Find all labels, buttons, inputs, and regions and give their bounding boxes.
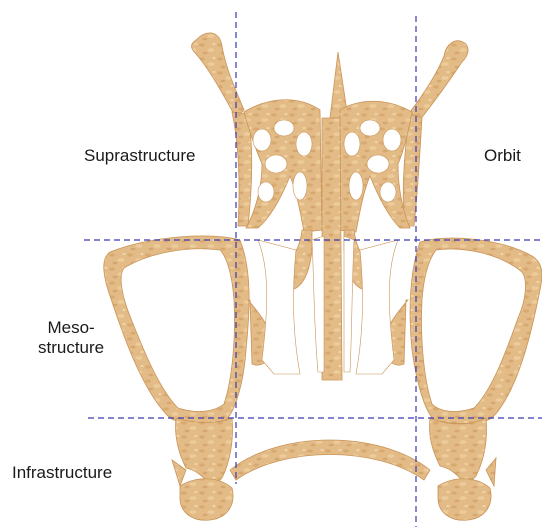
left-molar — [180, 479, 233, 521]
label-infrastructure: Infrastructure — [12, 463, 112, 483]
label-orbit: Orbit — [484, 146, 521, 166]
nasal-septum — [322, 118, 342, 380]
left-maxillary-wall — [104, 236, 249, 424]
label-mesostructure-line1: Meso- — [38, 318, 104, 338]
palate-arch — [230, 440, 430, 480]
right-orbital-roof — [410, 41, 468, 120]
left-alveolar-process — [175, 418, 232, 488]
right-maxillary-wall — [410, 238, 542, 424]
label-mesostructure-line2: structure — [38, 338, 104, 358]
right-spur — [486, 458, 496, 486]
label-suprastructure: Suprastructure — [84, 146, 196, 166]
right-alveolar-process — [429, 418, 486, 486]
right-molar — [438, 479, 491, 521]
label-mesostructure: Meso- structure — [38, 318, 104, 359]
